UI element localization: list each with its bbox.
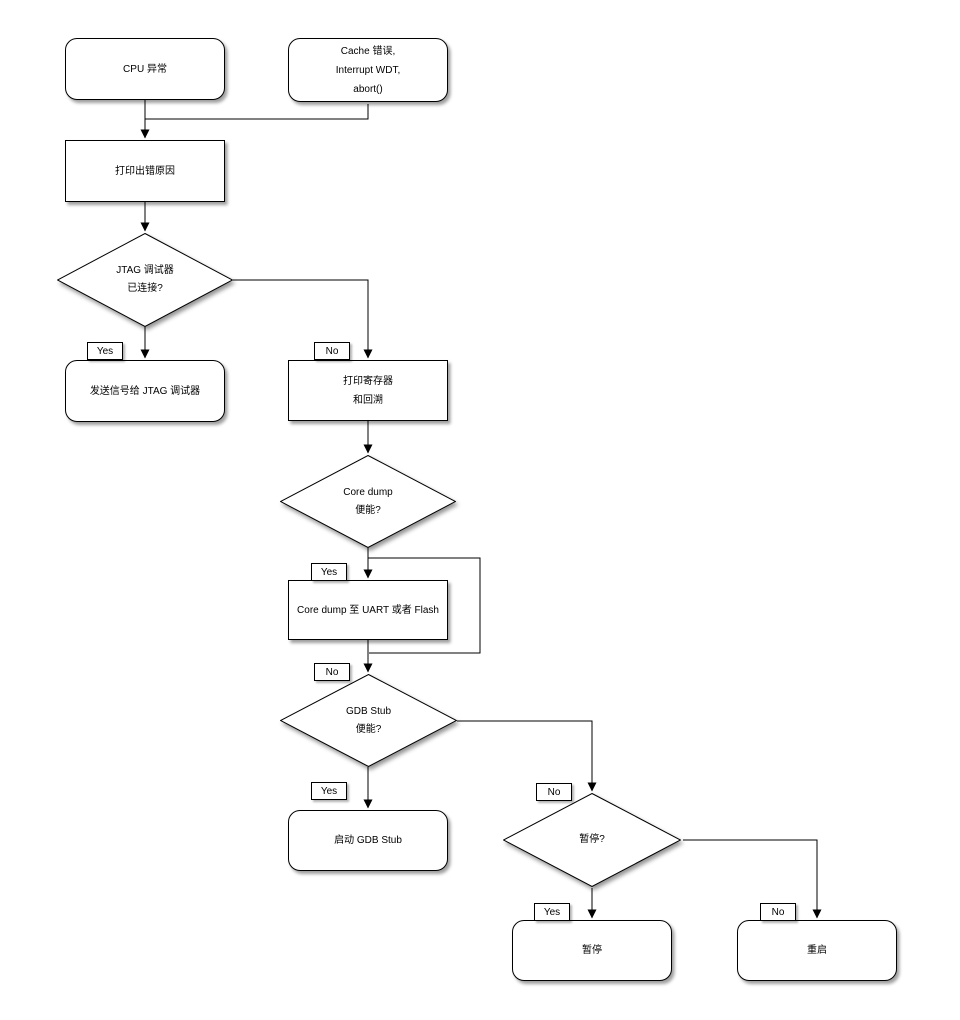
edge-halt-no [683,839,822,919]
decision-text: GDB Stub 便能? [280,674,457,767]
decision-text: 暂停? [503,793,681,887]
node-send-signal-jtag: 发送信号给 JTAG 调试器 [65,360,225,422]
edge-label-text: No [547,786,561,798]
node-label: CPU 异常 [123,63,167,75]
edge-label-no-jtag: No [314,342,350,360]
edge-label-no-gdbstub: No [536,783,572,801]
edge-label-yes-jtag: Yes [87,342,123,360]
diamond-shape [57,233,233,327]
node-print-error-reason: 打印出错原因 [65,140,225,202]
edge-label-text: Yes [320,566,338,578]
decision-label-line: JTAG 调试器 [116,265,174,276]
node-label: 启动 GDB Stub [334,835,402,846]
node-cpu-exception: CPU 异常 [65,38,225,100]
diamond-shape [503,793,681,887]
decision-label-line: 便能? [355,504,381,516]
decision-label-line: GDB Stub [345,705,392,717]
node-label: 暂停 [582,945,602,956]
edge-label-text: No [325,666,339,678]
edge-label-yes-coredump: Yes [311,563,347,581]
edge-label-yes-gdbstub: Yes [311,782,347,800]
node-start-gdbstub: 启动 GDB Stub [288,810,448,871]
node-print-registers-backtrace: 打印寄存器 和回溯 [288,360,448,421]
decision-jtag-connected: JTAG 调试器 已连接? [57,233,233,327]
diamond-shape [280,674,457,767]
decision-coredump-enabled: Core dump 便能? [280,455,456,548]
edge-label-no-coredump: No [314,663,350,681]
decision-gdbstub-enabled: GDB Stub 便能? [280,674,457,767]
edge-coredump-no-bypass [368,557,481,654]
edge-label-text: Yes [96,345,114,357]
decision-label: 暂停? [579,834,605,845]
edge-label-no-halt: No [760,903,796,921]
node-label-line: Cache 错误, [340,45,396,57]
node-label: 重启 [807,945,827,956]
edge-gdbstub-no [457,720,597,792]
edge-jtag-no [233,279,373,359]
node-label: 打印出错原因 [115,165,175,177]
decision-label-line: 便能? [355,723,382,735]
node-halt: 暂停 [512,920,672,981]
node-reboot: 重启 [737,920,897,981]
decision-text: Core dump 便能? [280,455,456,548]
node-label-line: Interrupt WDT, [335,64,401,76]
node-label-line: 打印寄存器 [343,375,393,387]
edge-label-text: No [325,345,339,357]
node-label: 发送信号给 JTAG 调试器 [89,385,201,397]
edge-merge-top [144,98,369,120]
edge-label-yes-halt: Yes [534,903,570,921]
edge-label-text: Yes [320,785,338,797]
decision-label-line: 已连接? [127,283,163,294]
decision-halt: 暂停? [503,793,681,887]
edge-label-text: No [771,906,785,918]
decision-text: JTAG 调试器 已连接? [57,233,233,327]
node-label: Core dump 至 UART 或者 Flash [297,604,439,616]
node-cache-error-wdt-abort: Cache 错误, Interrupt WDT, abort() [288,38,448,102]
node-coredump-to-uart-flash: Core dump 至 UART 或者 Flash [288,580,448,640]
node-label-line: abort() [353,83,383,95]
diamond-shape [280,455,456,548]
decision-label-line: Core dump [343,486,393,498]
edge-label-text: Yes [543,906,561,918]
node-label-line: 和回溯 [353,394,383,406]
